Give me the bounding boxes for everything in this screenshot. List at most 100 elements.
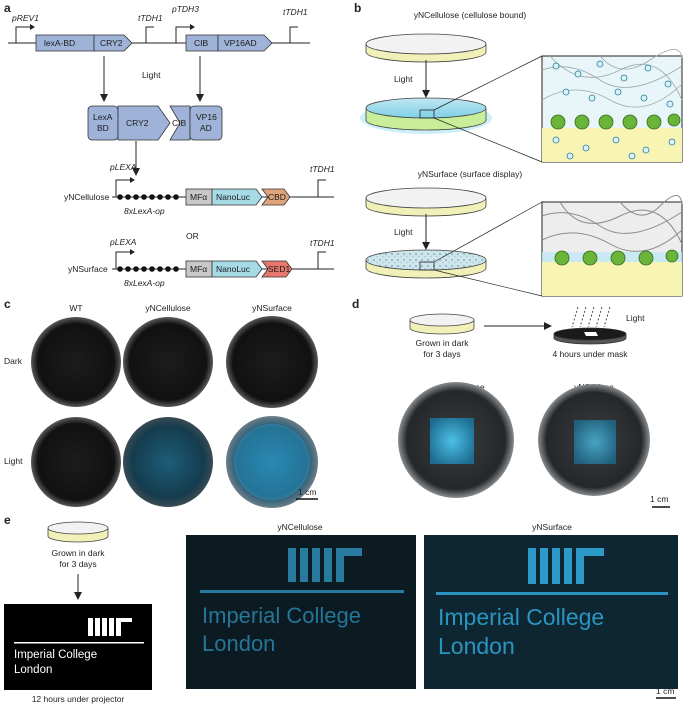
plate-yncellulose-dark — [123, 317, 213, 407]
gene-cib-label: CIB — [194, 38, 209, 48]
panel-d: d Grown in dark for 3 days Light 4 hours… — [352, 297, 670, 508]
operator-dots-2 — [117, 266, 179, 272]
operator-label-2: 8xLexA-op — [124, 278, 165, 288]
complex-lexa-line1: LexA — [93, 112, 113, 122]
plate-yncellulose-light — [123, 417, 213, 507]
promoter-plexa-2: pLEXA — [109, 237, 137, 247]
glow-text-1-line2: London — [202, 631, 275, 656]
complex-cib-label: CIB — [172, 118, 187, 128]
light-label-d: Light — [626, 313, 645, 323]
plate-ynsurface-light — [226, 416, 318, 508]
gene-sed1-label: SED1 — [268, 264, 290, 274]
glow-square-d-1 — [430, 418, 474, 464]
logo-text-line2: London — [14, 664, 52, 676]
glow-text-1-line1: Imperial College — [202, 603, 361, 628]
promoter-arrow-plexa-2 — [115, 251, 130, 269]
row-label-dark: Dark — [4, 356, 23, 366]
zoom-line-b2a — [433, 201, 543, 263]
terminator-4-label: tTDH1 — [310, 238, 335, 248]
panel-c: c WT yNCellulose yNSurface Dark Light 1 … — [4, 297, 318, 508]
gene-cbd-label: CBD — [268, 192, 286, 202]
complex-cry2-label: CRY2 — [126, 118, 149, 128]
panel-e: e Grown in dark for 3 days Imperial Coll… — [4, 513, 678, 704]
complex-vp16-line1: VP16 — [196, 112, 217, 122]
light-label-b1: Light — [394, 74, 413, 84]
col-label-yncellulose: yNCellulose — [145, 303, 191, 313]
panel-b-title-2: yNSurface (surface display) — [418, 169, 523, 179]
promoter-arrowhead-ptdh3 — [190, 24, 195, 30]
scale-label-c: 1 cm — [298, 487, 316, 497]
projector-pattern: Imperial College London — [4, 604, 152, 690]
mask-dish-d — [553, 327, 627, 345]
zoom-line-b1b — [433, 117, 543, 163]
operator-label-1: 8xLexA-op — [124, 206, 165, 216]
projector-label: 12 hours under projector — [32, 694, 125, 704]
gene-mfa-2-label: MFα — [190, 264, 207, 274]
grown-e-line1: Grown in dark — [52, 548, 106, 558]
scale-label-d: 1 cm — [650, 494, 668, 504]
col-label-wt: WT — [69, 303, 82, 313]
gene-lexa-bd-label: lexA-BD — [44, 38, 75, 48]
plate-wt-dark — [31, 317, 121, 407]
zoom-box-surface — [541, 195, 683, 297]
glow-image-ynsurface: Imperial College London — [424, 535, 678, 689]
promoter-arrowhead-prev1 — [30, 24, 35, 30]
dish-grown-d — [409, 313, 475, 335]
gene-cry2-label: CRY2 — [100, 38, 123, 48]
promoter-arrowhead-plexa-1 — [130, 177, 135, 183]
arrow-down-1-head — [100, 94, 108, 102]
col-label-ynsurface: yNSurface — [252, 303, 292, 313]
zoom-line-b2b — [433, 269, 543, 297]
terminator-3-label: tTDH1 — [310, 164, 335, 174]
light-label-b2: Light — [394, 227, 413, 237]
glow-text-2-line2: London — [438, 633, 515, 659]
panel-b-title-1: yNCellulose (cellulose bound) — [414, 10, 527, 20]
arrow-down-b2-head — [422, 242, 430, 250]
promoter-arrow-prev1 — [15, 26, 30, 43]
dish-glow-1 — [360, 97, 492, 134]
plate-ynsurface-dark — [226, 316, 318, 408]
gene-nanoluc-1 — [211, 188, 263, 206]
arrow-down-b1-head — [422, 90, 430, 98]
promoter-arrowhead-plexa-2 — [130, 249, 135, 255]
strain-yncellulose-label: yNCellulose — [64, 192, 110, 202]
grown-d-line1: Grown in dark — [416, 338, 470, 348]
grown-d-line2: for 3 days — [423, 349, 460, 359]
protein-complex: LexA BD CRY2 CIB VP16 AD — [87, 105, 223, 141]
panel-c-letter: c — [4, 297, 11, 311]
dish-before-2 — [365, 187, 487, 217]
complex-vp16ad — [189, 105, 223, 141]
gene-vp16ad — [217, 34, 273, 52]
terminator-2 — [289, 26, 298, 43]
dish-glow-2 — [365, 249, 487, 279]
strain-ynsurface-label: yNSurface — [68, 264, 108, 274]
gene-nanoluc-1-label: NanoLuc — [216, 192, 251, 202]
gene-nanoluc-2-label: NanoLuc — [216, 264, 251, 274]
gene-nanoluc-2 — [211, 260, 263, 278]
terminator-4 — [317, 251, 326, 269]
arrow-down-2-head — [196, 94, 204, 102]
arrow-right-d-head — [544, 322, 552, 330]
panel-a-letter: a — [4, 1, 11, 15]
dish-grown-e — [47, 521, 109, 543]
complex-vp16-line2: AD — [200, 123, 212, 133]
arrow-down-e-head — [74, 592, 82, 600]
plate-wt-light — [31, 417, 121, 507]
zoom-line-b1a — [433, 55, 543, 111]
panel-b-letter: b — [354, 1, 361, 15]
promoter-plexa-1: pLEXA — [109, 162, 137, 172]
terminator-2-label: tTDH1 — [283, 7, 308, 17]
panel-a: a pREV1 lexA-BD CRY2 tTDH1 pTDH3 CIB VP1… — [4, 1, 335, 288]
glow-square-d-2 — [574, 420, 616, 464]
plate-ynsurface-light-glow — [234, 424, 310, 500]
panel-e-letter: e — [4, 513, 11, 527]
promoter-prev1: pREV1 — [11, 13, 39, 23]
grown-e-line2: for 3 days — [59, 559, 96, 569]
light-rays-d — [571, 306, 611, 328]
terminator-1-label: tTDH1 — [138, 13, 163, 23]
complex-cib — [169, 105, 191, 141]
gene-mfa-1-label: MFα — [190, 192, 207, 202]
gene-sed1 — [261, 260, 293, 278]
or-label: OR — [186, 231, 199, 241]
